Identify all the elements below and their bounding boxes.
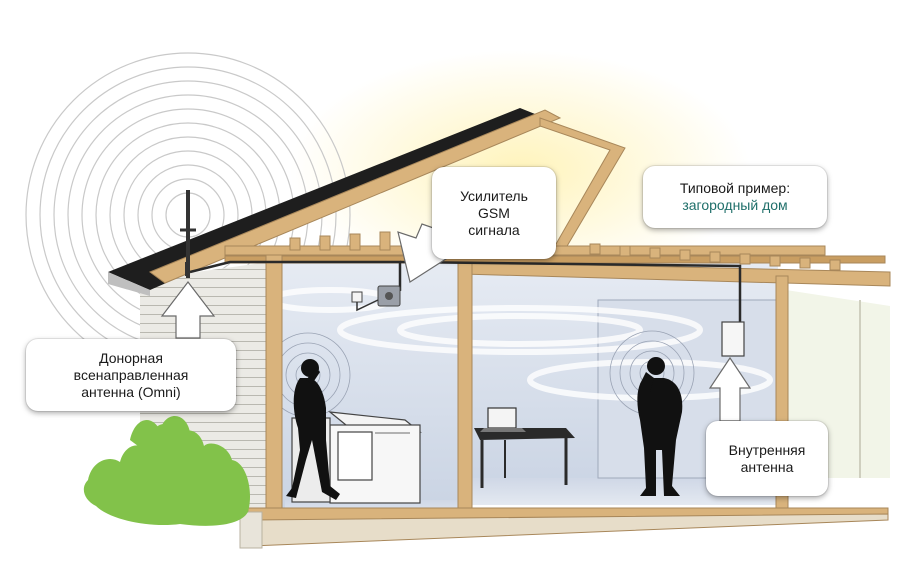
indoor-label-line-1: Внутренняя [728, 441, 806, 458]
donor-antenna-callout: Донорная всенаправленная антенна (Omni) [26, 339, 236, 411]
donor-label-line-1: Донорная [99, 349, 163, 366]
example-label-line-1: Типовой пример: [679, 180, 791, 196]
woman-silhouette [286, 359, 340, 500]
example-callout: Типовой пример: загородный дом [643, 166, 827, 228]
appliance [291, 411, 422, 504]
timber-frame [148, 109, 891, 547]
foundation [239, 511, 263, 549]
man-silhouette [637, 357, 683, 496]
amplifier-label-line-1: Усилитель [460, 187, 528, 204]
amplifier-label-line-2: GSM [478, 204, 510, 221]
shrubs [83, 415, 251, 526]
indoor-label-line-2: антенна [740, 458, 794, 475]
donor-label-line-3: антенна (Omni) [81, 383, 181, 400]
desk [474, 407, 575, 488]
amplifier-callout: Усилитель GSM сигнала [432, 167, 556, 259]
amplifier-device [351, 285, 401, 312]
donor-label-line-2: всенаправленная [73, 366, 189, 383]
indoor-antenna-callout: Внутренняя антенна [706, 421, 828, 496]
donor-antenna [180, 190, 196, 278]
amplifier-label-line-3: сигнала [468, 221, 520, 238]
example-label-line-2: загородный дом [682, 197, 788, 213]
indoor-antenna-panel [721, 321, 745, 357]
